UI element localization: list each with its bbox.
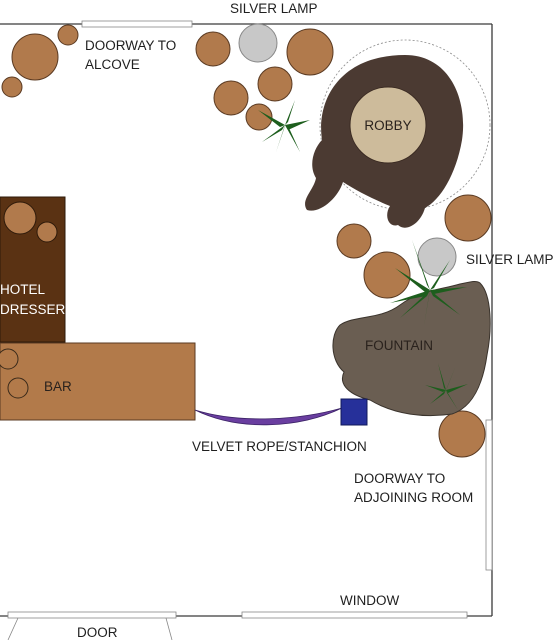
robby-label: ROBBY [364,118,411,133]
bar-counter [0,342,196,421]
doorway-alcove-opening [81,20,193,28]
hotel-dresser-label-line1: HOTEL [0,282,46,297]
doorway-alcove-label-line1: DOORWAY TO [85,38,176,53]
hotel-dresser-label-line2: DRESSER [0,302,66,317]
plant-pots-top-left [1,24,79,98]
doorway-adjoining-label-line2: ADJOINING ROOM [354,490,473,505]
doorway-alcove-label-line2: ALCOVE [85,57,140,72]
fountain-label: FOUNTAIN [365,338,433,353]
doorway-adjoining-label-line1: DOORWAY TO [354,471,445,486]
hotel-dresser [0,196,66,343]
bar-label: BAR [44,379,72,394]
door [7,611,177,640]
window-label: WINDOW [340,593,399,608]
plant-pots-right [336,194,492,458]
fountain [332,280,491,417]
plant-pots-top-center [195,28,334,131]
palm-plant-fountain-top [390,240,467,326]
robby-robot [305,55,464,228]
silver-lamp-top [238,23,278,63]
silver-lamp-right [417,237,457,277]
doorway-adjoining-opening [485,419,493,571]
door-label: DOOR [77,625,118,640]
velvet-rope [194,407,343,426]
silver-lamp-right-label: SILVER LAMP [466,252,554,267]
silver-lamp-top-label: SILVER LAMP [230,1,318,16]
window [241,611,468,619]
palm-plant-fountain-bottom [425,363,468,410]
stanchion [340,398,368,426]
palm-plant-top [258,90,310,152]
velvet-rope-label: VELVET ROPE/STANCHION [192,439,367,454]
